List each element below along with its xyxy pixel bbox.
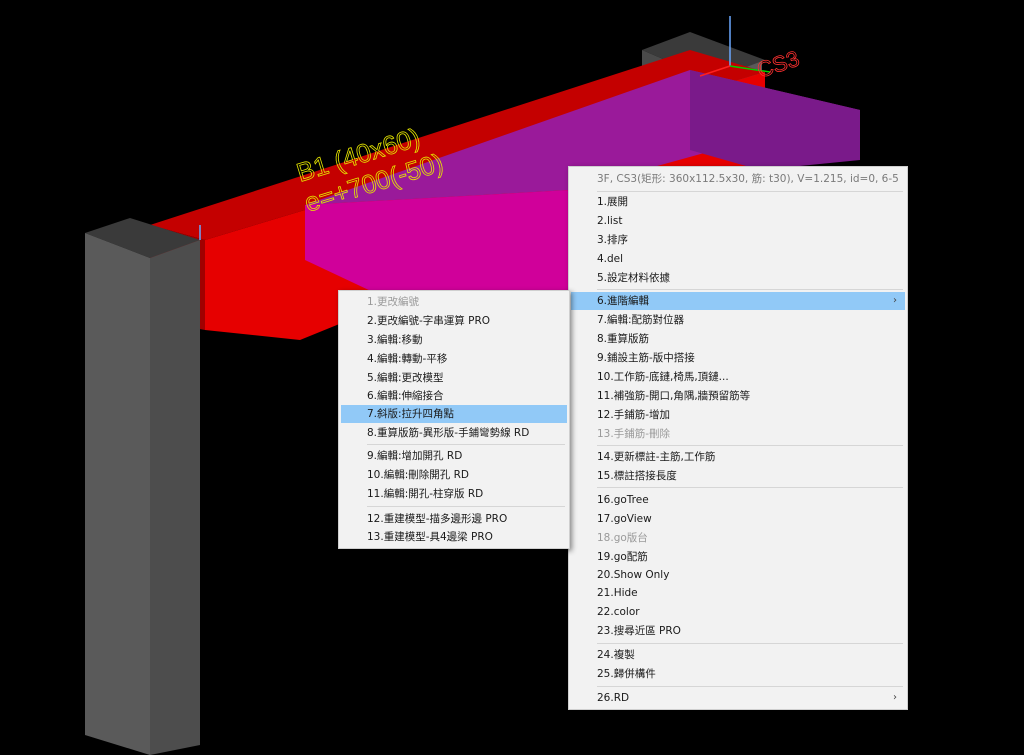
submenu: 1.更改編號 2.更改編號-字串運算 PRO 3.編輯:移動 4.編輯:轉動-平… <box>338 290 570 549</box>
menu-item-go-rebar[interactable]: 19.go配筋 <box>597 551 648 563</box>
menu-item-reinforce-rebar[interactable]: 11.補強筋-開口,角隅,牆預留筋等 <box>597 390 751 402</box>
menu-item-search-nearby[interactable]: 23.搜尋近區 PRO <box>597 625 681 637</box>
submenu-item-add-opening[interactable]: 9.編輯:增加開孔 RD <box>367 450 463 462</box>
menu-item-go-slab[interactable]: 18.go版台 <box>597 532 648 544</box>
context-menu-header: 3F, CS3(矩形: 360x112.5x30, 筋: t30), V=1.2… <box>597 173 899 185</box>
menu-item-hide[interactable]: 21.Hide <box>597 587 638 599</box>
menu-item-sort[interactable]: 3.排序 <box>597 234 629 246</box>
menu-separator <box>367 444 565 445</box>
menu-item-manual-delete[interactable]: 13.手鋪筋-刪除 <box>597 428 670 440</box>
menu-separator <box>597 643 903 644</box>
menu-item-manual-add[interactable]: 12.手鋪筋-增加 <box>597 409 670 421</box>
left-column-front <box>85 233 150 755</box>
menu-item-del[interactable]: 4.del <box>597 253 624 265</box>
menu-item-label: 26.RD <box>597 692 630 704</box>
y-axis-icon <box>699 65 731 77</box>
submenu-item-move[interactable]: 3.編輯:移動 <box>367 334 423 346</box>
menu-item-goview[interactable]: 17.goView <box>597 513 652 525</box>
menu-item-merge[interactable]: 25.歸併構件 <box>597 668 656 680</box>
submenu-item-rotate[interactable]: 4.編輯:轉動-平移 <box>367 353 448 365</box>
menu-item-copy[interactable]: 24.複製 <box>597 649 635 661</box>
submenu-item-rebuild-polygon[interactable]: 12.重建模型-描多邊形邊 PRO <box>367 513 508 525</box>
menu-separator <box>597 289 903 290</box>
menu-item-update-annotation[interactable]: 14.更新標註-主筋,工作筋 <box>597 451 716 463</box>
menu-item-color[interactable]: 22.color <box>597 606 640 618</box>
x-axis-icon <box>729 65 771 73</box>
menu-item-advanced-edit[interactable]: 6.進階編輯 › <box>571 292 905 310</box>
slab-right-face <box>690 70 860 170</box>
left-column-top <box>85 218 200 258</box>
submenu-item-slope-corners[interactable]: 7.斜版:拉升四角點 <box>341 405 567 423</box>
submenu-item-recalc-irregular[interactable]: 8.重算版筋-異形版-手鋪彎勢線 RD <box>367 427 530 439</box>
submenu-item-delete-opening[interactable]: 10.編輯:刪除開孔 RD <box>367 469 469 481</box>
menu-item-list[interactable]: 2.list <box>597 215 623 227</box>
menu-item-rd[interactable]: 26.RD › <box>571 689 905 707</box>
beam-top-face <box>150 50 765 240</box>
menu-separator <box>597 445 903 446</box>
menu-item-work-rebar[interactable]: 10.工作筋-底鏈,椅馬,頂鏈... <box>597 371 729 383</box>
menu-item-recalc-slab-rebar[interactable]: 8.重算版筋 <box>597 333 650 345</box>
context-menu: 3F, CS3(矩形: 360x112.5x30, 筋: t30), V=1.2… <box>568 166 908 710</box>
menu-item-expand[interactable]: 1.展開 <box>597 196 629 208</box>
menu-separator <box>597 686 903 687</box>
submenu-item-change-model[interactable]: 5.編輯:更改模型 <box>367 372 444 384</box>
submenu-arrow-icon: › <box>893 692 897 703</box>
menu-separator <box>367 506 565 507</box>
submenu-item-change-number-string[interactable]: 2.更改編號-字串運算 PRO <box>367 315 491 327</box>
left-column-side <box>150 240 200 755</box>
menu-separator <box>597 487 903 488</box>
menu-item-lap-length[interactable]: 15.標註搭接長度 <box>597 470 677 482</box>
menu-item-show-only[interactable]: 20.Show Only <box>597 569 670 581</box>
menu-item-rebar-aligner[interactable]: 7.編輯:配筋對位器 <box>597 314 685 326</box>
menu-item-set-material[interactable]: 5.設定材料依據 <box>597 272 671 284</box>
menu-item-lay-main-rebar[interactable]: 9.鋪設主筋-版中搭接 <box>597 352 695 364</box>
submenu-item-change-number[interactable]: 1.更改編號 <box>367 296 420 308</box>
menu-item-label: 6.進階編輯 <box>597 295 650 307</box>
submenu-item-stretch[interactable]: 6.編輯:伸縮接合 <box>367 390 444 402</box>
submenu-arrow-icon: › <box>893 295 897 306</box>
slab-label: CS3 <box>754 46 802 83</box>
submenu-item-rebuild-4-beams[interactable]: 13.重建模型-具4邊梁 PRO <box>367 531 493 543</box>
slab-front-face <box>305 190 570 300</box>
menu-separator <box>597 191 903 192</box>
submenu-item-column-opening[interactable]: 11.編輯:開孔-柱穿版 RD <box>367 488 484 500</box>
menu-item-gotree[interactable]: 16.goTree <box>597 494 649 506</box>
